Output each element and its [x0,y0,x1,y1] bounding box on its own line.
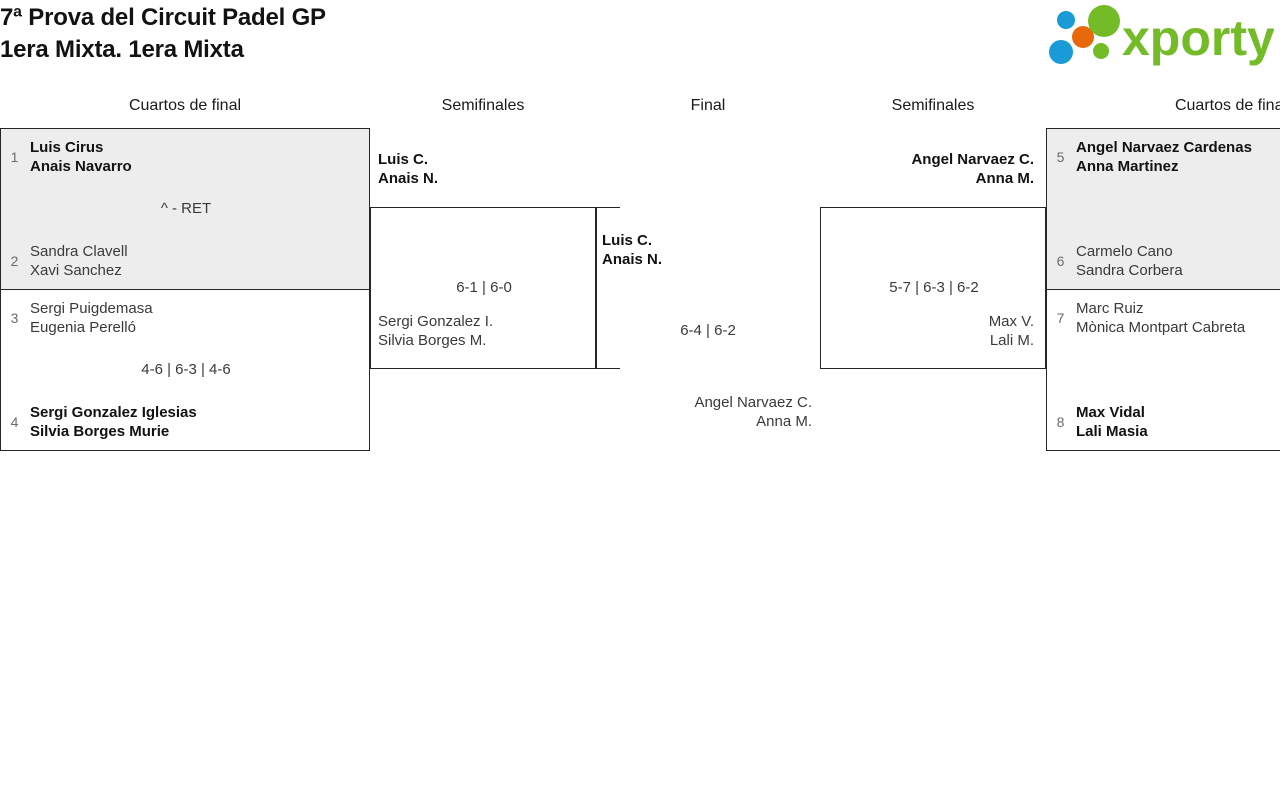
page-header: 7ª Prova del Circuit Padel GP 1era Mixta… [0,0,1280,80]
match-qf-right-2[interactable]: 7 Marc Ruiz Mònica Montpart Cabreta 5-7 … [1046,289,1280,451]
player-name: Max Vidal [1076,404,1145,421]
seed-number: 3 [10,309,19,326]
player-name: Mònica Montpart Cabreta [1076,319,1246,336]
player-name: Sergi Puigdemasa [30,300,153,317]
xporty-logo[interactable]: xporty [1044,4,1274,70]
player-name: Lali Masia [1076,423,1148,440]
tournament-name: 7ª Prova del Circuit Padel GP [0,4,326,31]
player-name: Silvia Borges Murie [30,423,170,440]
player-name: Luis Cirus [30,139,104,156]
player-name: Anna M. [975,170,1034,187]
team-names: Carmelo Cano Sandra Corbera [1076,242,1183,280]
player-name: Lali M. [989,332,1034,349]
team-row[interactable]: 8 Max Vidal Lali Masia [1055,403,1148,441]
logo-dot-orange [1072,26,1094,48]
player-name: Luis C. [602,232,653,249]
category-name: 1era Mixta. 1era Mixta [0,36,244,63]
seed-number: 4 [10,413,19,430]
round-header-final: Final [690,97,726,114]
team-names: Sergi Puigdemasa Eugenia Perelló [30,299,153,337]
seed-number: 7 [1056,309,1065,326]
player-name: Anna M. [756,413,812,430]
round-header-semifinals-left: Semifinales [441,97,525,114]
team-names: Sergi Gonzalez Iglesias Silvia Borges Mu… [30,403,197,441]
player-name: Sandra Corbera [1076,262,1183,279]
logo-dot-green-large [1088,5,1120,37]
final-connector-left [596,207,620,369]
match-qf-right-1[interactable]: 5 Angel Narvaez Cardenas Anna Martinez 6… [1046,128,1280,290]
player-name: Anna Martinez [1076,158,1179,175]
round-header-semifinals-right: Semifinales [891,97,975,114]
xporty-logo-icon: xporty [1049,5,1274,66]
team-names: Luis Cirus Anais Navarro [30,138,132,176]
player-name: Luis C. [378,151,429,168]
player-name: Anais N. [602,251,663,268]
player-name: Anais N. [378,170,439,187]
match-score: 5-7 | 6-3 | 6-2 [889,279,979,296]
team-names: Sandra Clavell Xavi Sanchez [30,242,128,280]
player-name: Angel Narvaez C. [911,151,1034,168]
team-names: Angel Narvaez Cardenas Anna Martinez [1076,138,1252,176]
team-row[interactable]: 1 Luis Cirus Anais Navarro [9,138,132,176]
team-names: Max Vidal Lali Masia [1076,403,1148,441]
match-score: 6-1 | 6-0 [456,279,512,296]
player-name: Angel Narvaez Cardenas [1076,139,1252,156]
team-row[interactable]: 2 Sandra Clavell Xavi Sanchez [9,242,128,280]
player-name: Max V. [988,313,1034,330]
match-score: ^ - RET [160,200,212,217]
team-semifinal-left-top[interactable]: Luis C. Anais N. [378,150,438,188]
player-name: Sergi Gonzalez I. [378,313,494,330]
player-name: Sergi Gonzalez Iglesias [30,404,197,421]
player-name: Eugenia Perelló [30,319,136,336]
player-name: Anais Navarro [30,158,132,175]
match-qf-left-2[interactable]: 3 Sergi Puigdemasa Eugenia Perelló 4-6 |… [0,289,370,451]
player-name: Marc Ruiz [1076,300,1144,317]
team-row[interactable]: 6 Carmelo Cano Sandra Corbera [1055,242,1183,280]
team-row[interactable]: 5 Angel Narvaez Cardenas Anna Martinez [1055,138,1252,176]
logo-dot-green-small [1093,43,1109,59]
team-final-winner[interactable]: Luis C. Anais N. [602,231,662,269]
player-name: Sandra Clavell [30,243,128,260]
seed-number: 8 [1056,413,1065,430]
team-semifinal-right-bottom[interactable]: Max V. Lali M. [989,312,1034,350]
round-headers: Cuartos de final Semifinales Final Semif… [0,94,1280,122]
page-title: 7ª Prova del Circuit Padel GP 1era Mixta… [0,2,326,66]
team-final-runnerup[interactable]: Angel Narvaez C. Anna M. [686,393,812,431]
team-row[interactable]: 3 Sergi Puigdemasa Eugenia Perelló [9,299,153,337]
team-row[interactable]: 7 Marc Ruiz Mònica Montpart Cabreta [1055,299,1246,337]
team-semifinal-left-bottom[interactable]: Sergi Gonzalez I. Silvia Borges M. [378,312,493,350]
team-semifinal-right-top[interactable]: Angel Narvaez C. Anna M. [911,150,1034,188]
player-name: Silvia Borges M. [378,332,487,349]
seed-number: 1 [10,148,19,165]
match-score: 4-6 | 6-3 | 4-6 [141,361,231,378]
seed-number: 2 [10,252,19,269]
logo-dot-blue-top [1057,11,1075,29]
player-name: Angel Narvaez C. [694,394,812,411]
round-header-quarterfinals-left: Cuartos de final [128,97,242,114]
player-name: Carmelo Cano [1076,243,1173,260]
match-score-final: 6-4 | 6-2 [680,322,736,339]
team-row[interactable]: 4 Sergi Gonzalez Iglesias Silvia Borges … [9,403,197,441]
logo-wordmark: xporty [1122,10,1274,66]
seed-number: 5 [1056,148,1065,165]
logo-dot-blue-bottom [1049,40,1073,64]
player-name: Xavi Sanchez [30,262,122,279]
match-semifinal-right[interactable]: 5-7 | 6-3 | 6-2 [820,207,1046,369]
round-header-quarterfinals-right: Cuartos de final [1174,97,1280,114]
seed-number: 6 [1056,252,1065,269]
match-semifinal-left[interactable]: 6-1 | 6-0 [370,207,596,369]
team-names: Marc Ruiz Mònica Montpart Cabreta [1076,299,1245,337]
match-qf-left-1[interactable]: 1 Luis Cirus Anais Navarro ^ - RET 2 San… [0,128,370,290]
